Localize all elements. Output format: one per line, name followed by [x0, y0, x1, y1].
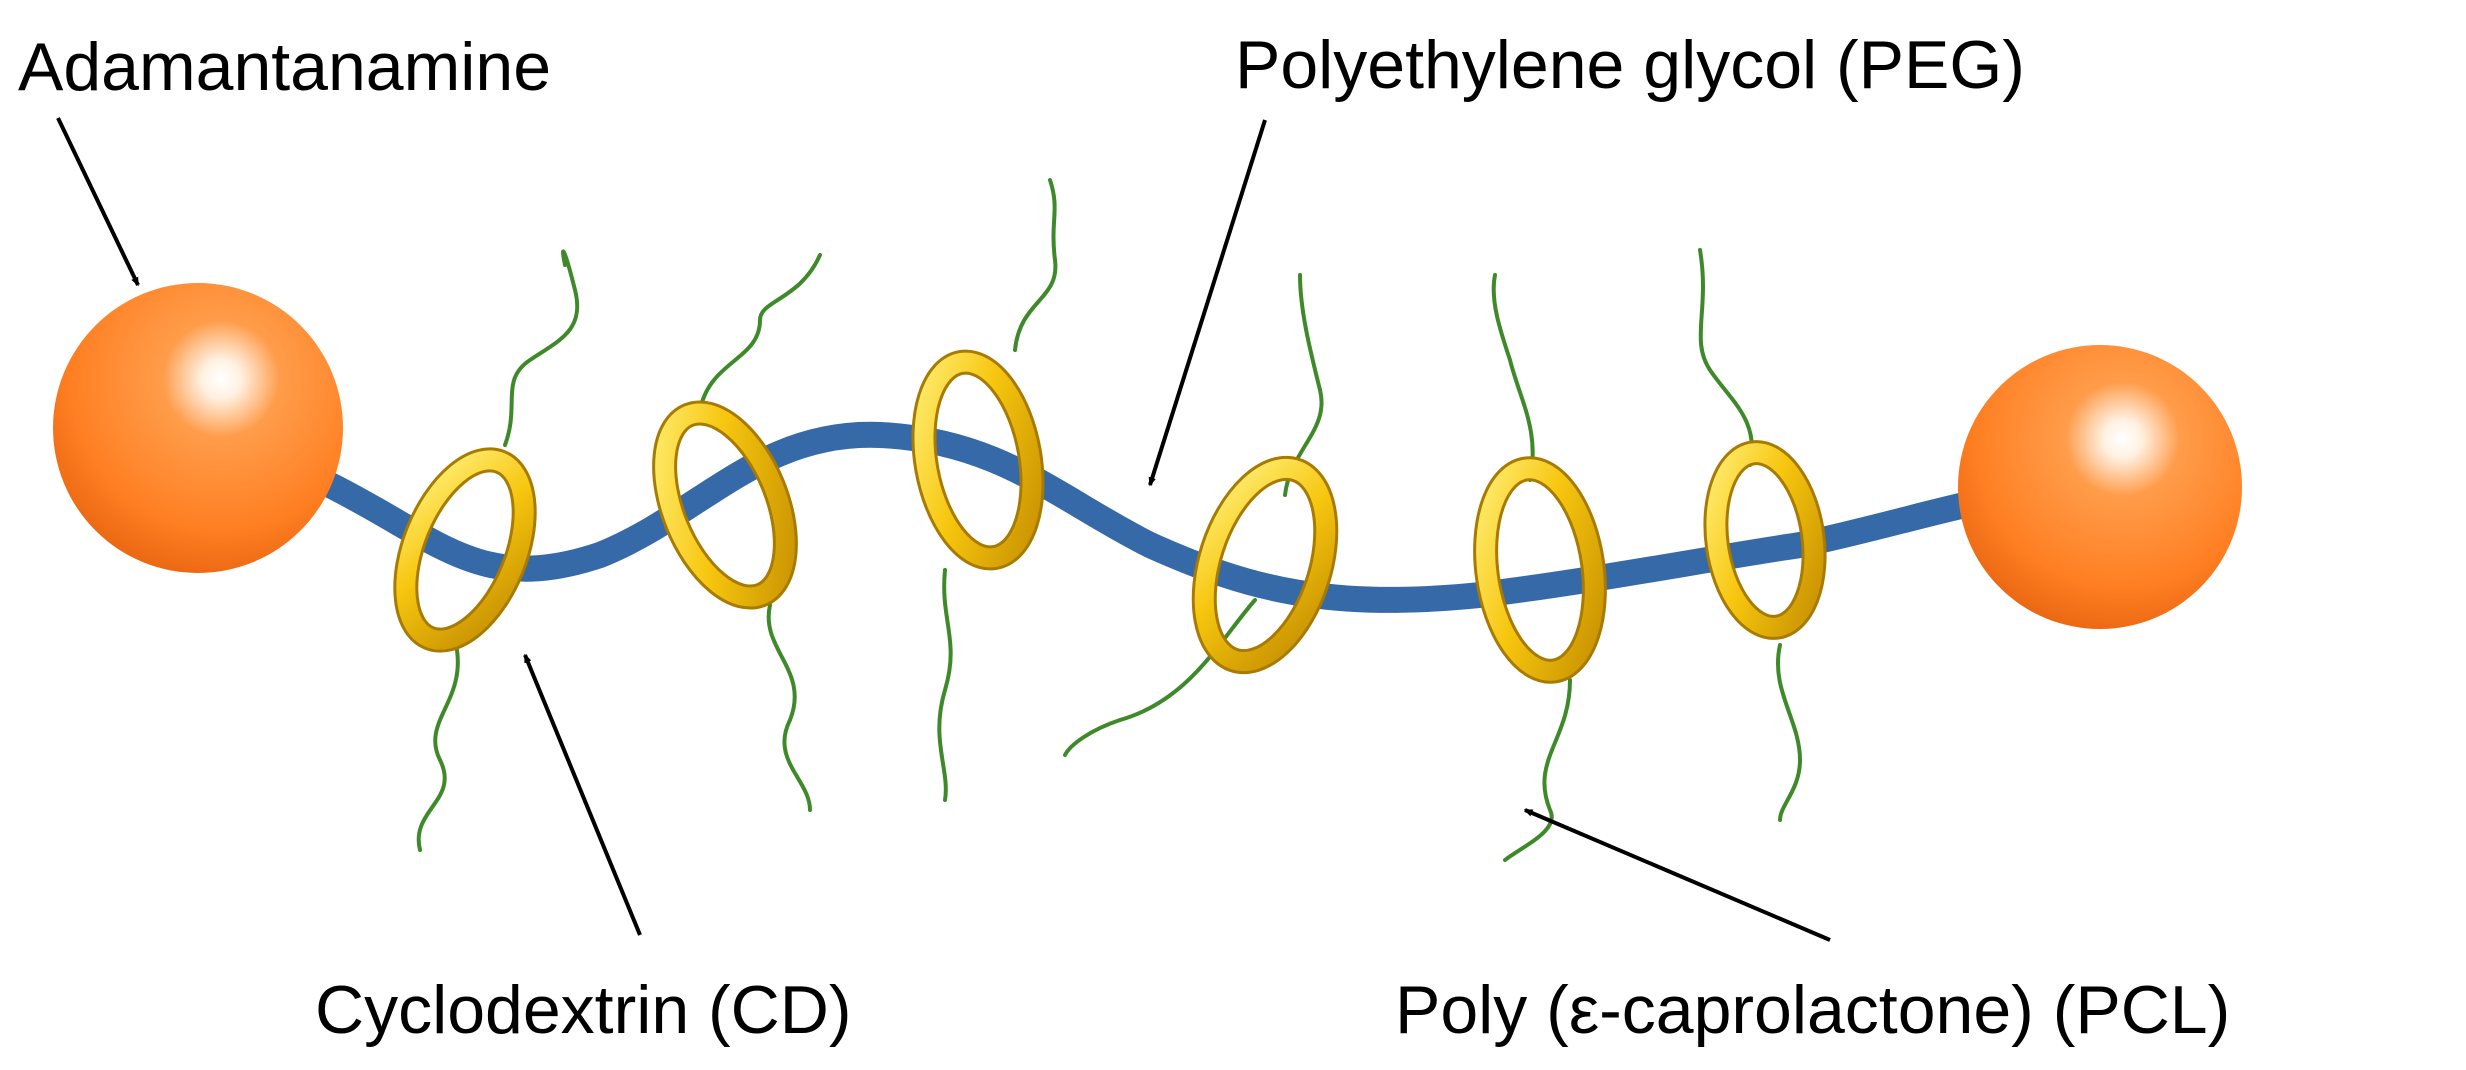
cd-ring — [1706, 443, 1824, 637]
pcl-strand — [416, 638, 460, 852]
peg-chain — [317, 421, 1978, 613]
cd-ring — [1194, 458, 1336, 672]
pcl-strand — [1503, 678, 1572, 862]
cd-ring — [396, 450, 534, 650]
pcl-strand — [698, 253, 822, 412]
pcl-strand — [766, 603, 812, 812]
pcl-strand — [1013, 178, 1058, 352]
arrow-pcl — [1523, 808, 1831, 942]
cd-ring — [655, 403, 795, 607]
arrow-peg — [1148, 119, 1267, 487]
label-pcl: Poly (ε-caprolactone) (PCL) — [1395, 972, 2230, 1048]
adamantanamine-sphere-left — [53, 283, 343, 573]
cd-ring — [914, 352, 1042, 568]
pcl-strands — [416, 178, 1803, 862]
label-cd: Cyclodextrin (CD) — [315, 972, 852, 1048]
pointer-arrows — [56, 117, 1831, 942]
adamantanamine-sphere-right — [1958, 345, 2242, 629]
arrow-adamantanamine — [56, 117, 140, 287]
pcl-strand — [937, 568, 953, 802]
arrow-cd — [523, 653, 642, 936]
pcl-strand — [1698, 248, 1754, 467]
cd-rings — [393, 349, 1827, 684]
label-adamantanamine: Adamantanamine — [18, 29, 551, 105]
pcl-strand — [1776, 643, 1803, 822]
cd-ring — [1476, 459, 1604, 681]
label-peg: Polyethylene glycol (PEG) — [1235, 27, 2025, 103]
pcl-strand — [1491, 273, 1535, 482]
pcl-strand — [1063, 598, 1257, 757]
pcl-strand — [503, 249, 580, 447]
